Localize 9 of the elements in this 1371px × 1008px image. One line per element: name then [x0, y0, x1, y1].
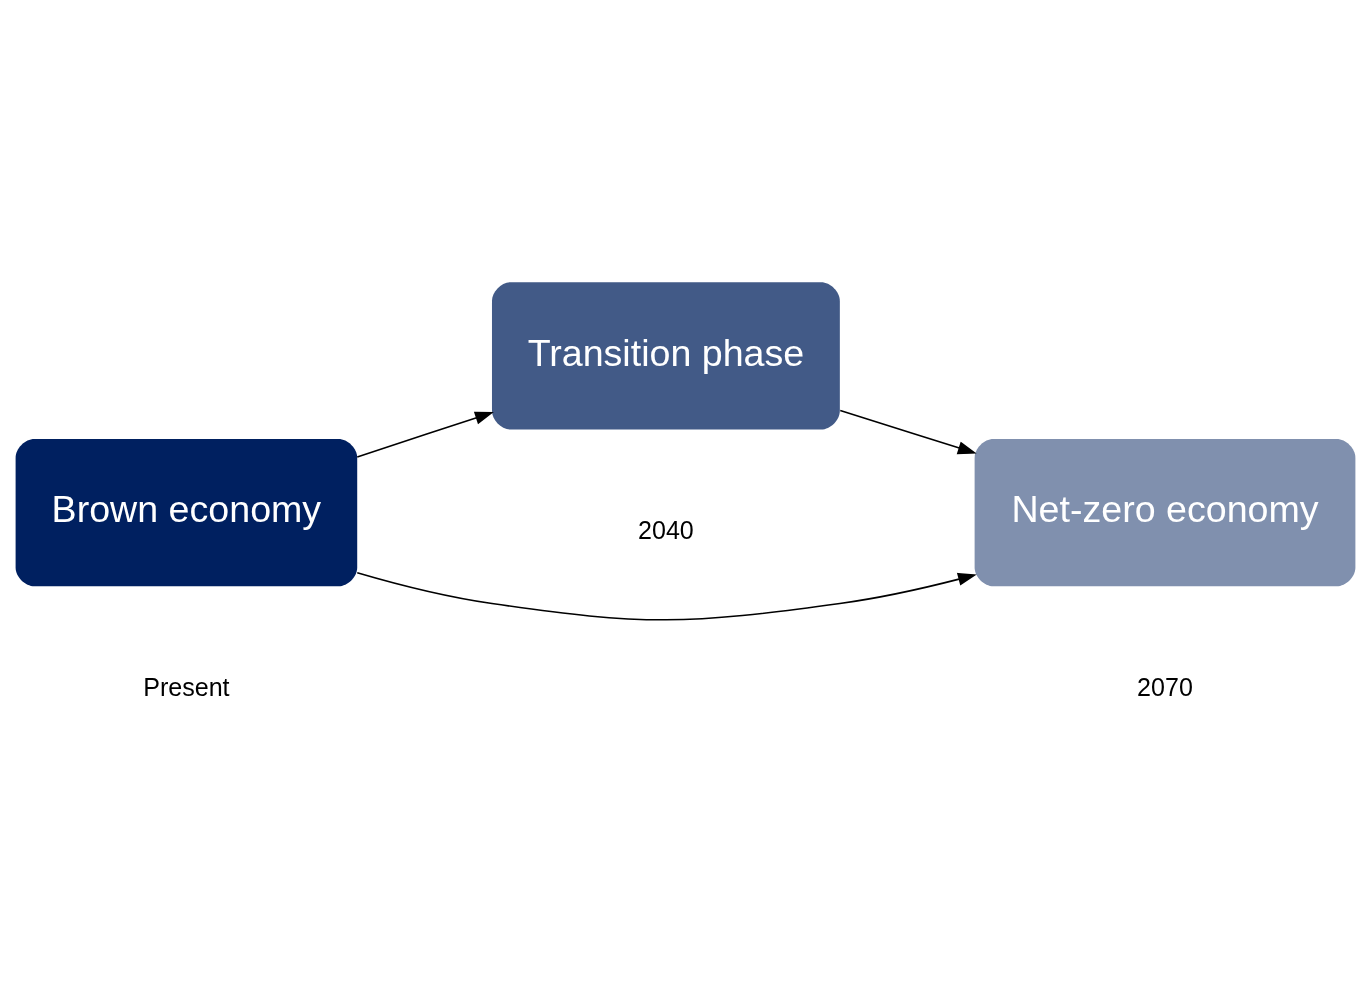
- arrow: [839, 409, 977, 455]
- label: 2070: [1137, 672, 1193, 701]
- label: Present: [143, 672, 230, 701]
- arrow: [356, 571, 977, 621]
- node-box: Brown economy: [15, 438, 358, 587]
- node-box: Net-zero economy: [974, 438, 1356, 587]
- arrow: [356, 411, 494, 458]
- node-box: Transition phase: [491, 282, 840, 430]
- label: 2040: [638, 515, 694, 544]
